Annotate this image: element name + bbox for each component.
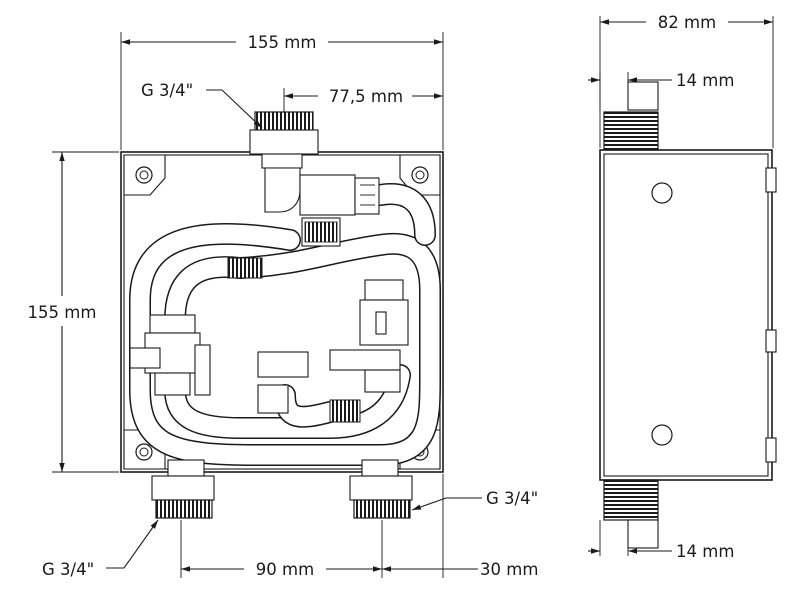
mounting-bracket-top-left (123, 154, 166, 196)
side-bottom-connector (603, 479, 659, 549)
callout-bottom-right-connector: G 3/4" (411, 489, 538, 511)
top-connector (249, 111, 380, 247)
bottom-left-connector (151, 459, 215, 519)
callout-top-connector-label: G 3/4" (141, 81, 193, 100)
dimension-height-label: 155 mm (28, 303, 97, 322)
center-fitting (227, 257, 361, 423)
hose-upper-right (369, 183, 436, 246)
side-hole-top (651, 182, 673, 204)
dimension-top-connector: 14 mm (588, 71, 734, 110)
dimension-top-connector-label: 14 mm (676, 71, 734, 90)
dimension-bottom: 90 mm 30 mm (180, 474, 538, 579)
dimension-depth-label: 82 mm (658, 13, 716, 32)
dimension-bottom-spacing-label: 90 mm (256, 560, 314, 579)
dimension-bottom-side-label: 30 mm (480, 560, 538, 579)
dimension-depth: 82 mm (599, 13, 774, 148)
dimension-height: 155 mm (28, 151, 119, 473)
hose-inner (164, 256, 411, 439)
dimension-top-offset-label: 77,5 mm (329, 87, 403, 106)
front-view: 155 mm 77,5 mm G 3/4" 155 mm G 3/4" (28, 32, 538, 579)
dimension-bottom-connector: 14 mm (588, 520, 734, 561)
dimension-bottom-connector-label: 14 mm (676, 542, 734, 561)
dimension-top-offset: 77,5 mm (283, 87, 443, 112)
mounting-bracket-top-right (399, 154, 441, 196)
callout-bottom-left-connector-label: G 3/4" (42, 560, 94, 579)
right-valve (329, 279, 409, 393)
side-hole-bottom (651, 424, 673, 446)
side-view: 82 mm 14 mm 14 mm (588, 13, 777, 561)
callout-top-connector: G 3/4" (141, 81, 263, 129)
callout-bottom-right-connector-label: G 3/4" (486, 489, 538, 508)
side-top-connector (603, 81, 659, 151)
hose-loop (129, 222, 441, 466)
dimension-width: 155 mm (120, 32, 444, 150)
left-valve (129, 314, 211, 396)
dimension-width-label: 155 mm (248, 33, 317, 52)
callout-bottom-left-connector: G 3/4" (42, 519, 159, 579)
bottom-right-connector (349, 459, 413, 519)
